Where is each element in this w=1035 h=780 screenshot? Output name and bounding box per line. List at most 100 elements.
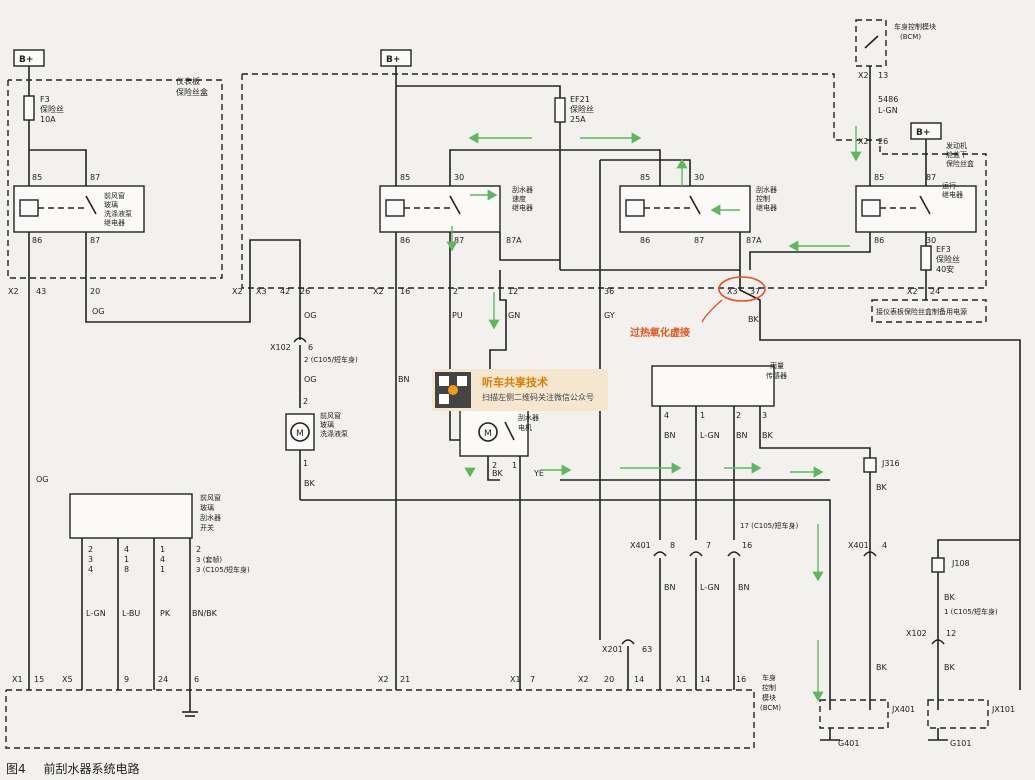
svg-text:BN/BK: BN/BK bbox=[192, 609, 218, 618]
svg-text:BN: BN bbox=[738, 583, 749, 592]
svg-text:雨量: 雨量 bbox=[770, 362, 784, 370]
figure-number: 图4 bbox=[6, 762, 26, 776]
svg-text:接仪表板保险丝盒制备用电源: 接仪表板保险丝盒制备用电源 bbox=[876, 307, 967, 316]
svg-text:20: 20 bbox=[90, 287, 100, 296]
svg-text:1: 1 bbox=[700, 411, 705, 420]
svg-text:2: 2 bbox=[196, 545, 201, 554]
svg-text:保险丝盒: 保险丝盒 bbox=[946, 159, 974, 168]
svg-text:G101: G101 bbox=[950, 739, 971, 748]
svg-text:X2: X2 bbox=[378, 675, 389, 684]
svg-text:40安: 40安 bbox=[936, 264, 954, 274]
rain-sensor: 雨量 传感器 4 1 2 3 BN L-GN BN BK bbox=[651, 362, 787, 440]
svg-text:X2: X2 bbox=[373, 287, 384, 296]
svg-text:X2: X2 bbox=[232, 287, 243, 296]
svg-text:87A: 87A bbox=[746, 236, 762, 245]
svg-text:JX401: JX401 bbox=[891, 705, 915, 714]
svg-text:BN: BN bbox=[398, 375, 409, 384]
svg-text:5486: 5486 bbox=[878, 95, 898, 104]
svg-text:BK: BK bbox=[944, 663, 955, 672]
svg-text:X2: X2 bbox=[8, 287, 19, 296]
svg-text:21: 21 bbox=[400, 675, 410, 684]
ground-bus bbox=[300, 499, 831, 710]
svg-text:4: 4 bbox=[882, 541, 887, 550]
svg-text:X201: X201 bbox=[602, 645, 623, 654]
svg-text:运行: 运行 bbox=[942, 181, 956, 190]
splice-j108: J108 BK 1 (C105/短车身) X102 12 BK bbox=[906, 557, 998, 672]
svg-text:舱盖下: 舱盖下 bbox=[946, 150, 967, 159]
svg-text:13: 13 bbox=[878, 71, 888, 80]
svg-text:速度: 速度 bbox=[512, 194, 526, 203]
svg-text:X1: X1 bbox=[510, 675, 521, 684]
svg-text:PK: PK bbox=[160, 609, 171, 618]
svg-text:86: 86 bbox=[640, 236, 650, 245]
wiper-speed-relay: 85 30 86 87 87A 刮水器 速度 继电器 bbox=[379, 173, 533, 245]
svg-text:(BCM): (BCM) bbox=[760, 704, 781, 712]
svg-text:16: 16 bbox=[742, 541, 752, 550]
svg-text:B+: B+ bbox=[916, 128, 930, 138]
svg-text:12: 12 bbox=[946, 629, 956, 638]
svg-text:15: 15 bbox=[34, 675, 44, 684]
svg-text:2 (C105/短车身): 2 (C105/短车身) bbox=[304, 355, 358, 364]
svg-text:1: 1 bbox=[303, 459, 308, 468]
x2-connector-row: X2 43 20 X2 X3 42 26 X2 16 2 12 36 X3 37… bbox=[8, 287, 940, 296]
fuse-f3: F3 保险丝 10A bbox=[23, 80, 64, 150]
svg-text:L-BU: L-BU bbox=[122, 609, 140, 618]
svg-text:L-GN: L-GN bbox=[700, 431, 720, 440]
svg-text:85: 85 bbox=[32, 173, 42, 182]
svg-text:GY: GY bbox=[604, 311, 615, 320]
svg-text:3: 3 bbox=[762, 411, 767, 420]
svg-text:OG: OG bbox=[92, 307, 105, 316]
svg-text:87: 87 bbox=[90, 173, 100, 182]
svg-text:14: 14 bbox=[634, 675, 644, 684]
svg-text:继电器: 继电器 bbox=[942, 190, 963, 199]
current-flow-arrows bbox=[446, 126, 862, 702]
svg-text:2: 2 bbox=[453, 287, 458, 296]
svg-text:4: 4 bbox=[160, 555, 165, 564]
svg-text:86: 86 bbox=[400, 236, 410, 245]
svg-text:前风窗: 前风窗 bbox=[104, 191, 125, 200]
svg-text:X1: X1 bbox=[12, 675, 23, 684]
svg-text:BK: BK bbox=[876, 483, 887, 492]
svg-text:3 (套帧): 3 (套帧) bbox=[196, 555, 222, 564]
svg-text:电机: 电机 bbox=[518, 423, 532, 432]
svg-text:X5: X5 bbox=[62, 675, 73, 684]
fuse-ef3: EF3 保险丝 40安 bbox=[920, 232, 960, 300]
svg-text:X1: X1 bbox=[676, 675, 687, 684]
svg-text:16: 16 bbox=[736, 675, 746, 684]
svg-text:J108: J108 bbox=[951, 559, 970, 568]
svg-text:26: 26 bbox=[878, 137, 888, 146]
wiper-control-relay: 85 30 86 87 87A 刮水器 控制 继电器 bbox=[619, 173, 777, 245]
svg-text:玻璃: 玻璃 bbox=[200, 503, 214, 512]
figure-caption: 图4 前刮水器系统电路 bbox=[6, 760, 153, 777]
svg-text:继电器: 继电器 bbox=[756, 203, 777, 212]
svg-text:M: M bbox=[296, 429, 304, 439]
svg-text:25A: 25A bbox=[570, 115, 586, 124]
svg-text:BK: BK bbox=[304, 479, 315, 488]
svg-text:X401: X401 bbox=[848, 541, 869, 550]
svg-text:B+: B+ bbox=[19, 55, 33, 65]
x401-connector: X401 8 7 16 X401 4 BN L-GN BN BK bbox=[630, 541, 887, 672]
svg-text:BK: BK bbox=[748, 315, 759, 324]
svg-text:X2: X2 bbox=[858, 137, 869, 146]
svg-text:4: 4 bbox=[88, 565, 93, 574]
svg-text:87A: 87A bbox=[506, 236, 522, 245]
ip-fuse-box: 仪表板 保险丝盒 bbox=[7, 76, 223, 279]
svg-text:前风窗: 前风窗 bbox=[320, 411, 341, 420]
svg-text:BK: BK bbox=[492, 469, 503, 478]
svg-text:7: 7 bbox=[530, 675, 535, 684]
svg-text:BK: BK bbox=[762, 431, 773, 440]
svg-text:OG: OG bbox=[304, 375, 317, 384]
figure-title: 前刮水器系统电路 bbox=[43, 762, 140, 776]
svg-text:模块: 模块 bbox=[762, 693, 776, 702]
svg-text:玻璃: 玻璃 bbox=[320, 420, 334, 429]
svg-text:刮水器: 刮水器 bbox=[512, 185, 533, 194]
svg-text:M: M bbox=[484, 429, 492, 439]
svg-text:继电器: 继电器 bbox=[512, 203, 533, 212]
svg-text:JX101: JX101 bbox=[991, 705, 1015, 714]
svg-text:OG: OG bbox=[304, 311, 317, 320]
svg-text:传感器: 传感器 bbox=[766, 371, 787, 380]
svg-text:63: 63 bbox=[642, 645, 652, 654]
svg-text:1: 1 bbox=[512, 461, 517, 470]
svg-text:玻璃: 玻璃 bbox=[104, 200, 118, 209]
svg-text:2: 2 bbox=[88, 545, 93, 554]
